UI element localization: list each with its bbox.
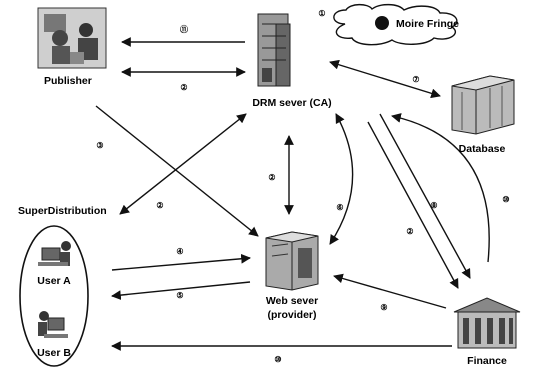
step-label-publisher-web: ③ (96, 141, 103, 150)
step-label-finance-user: ⑩ (274, 355, 281, 364)
web-server-icon (266, 232, 318, 290)
arrow-finance-to-drm (392, 116, 489, 262)
drm-server-icon (258, 14, 290, 86)
user-a-label: User A (37, 275, 71, 287)
arrow-drm-web-curve (330, 114, 353, 244)
user-a-icon (38, 241, 71, 266)
step-label-finance-drm: ⑩ (502, 195, 509, 204)
arrow-finance-to-web (334, 276, 446, 308)
database-label: Database (459, 143, 506, 155)
users-group-ellipse (20, 226, 88, 366)
step-label-user-web: ④ (176, 247, 183, 256)
user-b-icon (38, 311, 68, 338)
web-server-label-line2: (provider) (267, 309, 316, 321)
step-label-drm-superdistribution: ② (156, 201, 163, 210)
arrow-drm-to-finance (380, 114, 470, 278)
arrow-publisher-to-web (96, 106, 258, 236)
finance-label: Finance (467, 355, 507, 367)
database-icon (452, 76, 514, 134)
arrow-drm-to-finance-2 (368, 122, 458, 288)
step-label-drm-finance-2: ② (406, 227, 413, 236)
step-label-publisher-drm-top: ⑪ (180, 24, 188, 34)
step-label-drm-web-curve: ⑥ (336, 203, 343, 212)
step-label-publisher-drm: ② (180, 83, 187, 92)
arrow-drm-superdistribution (120, 114, 246, 214)
web-server-label-line1: Web sever (266, 295, 318, 307)
step-label-drm-finance: ⑧ (430, 201, 437, 210)
publisher-label: Publisher (44, 75, 92, 87)
publisher-icon (38, 8, 106, 68)
arrow-drm-database (330, 62, 440, 96)
step-label-drm-top: ① (318, 9, 325, 18)
step-label-drm-database: ⑦ (412, 75, 419, 84)
step-label-finance-web: ⑨ (380, 303, 387, 312)
drm-server-label: DRM sever (CA) (252, 97, 331, 109)
finance-building-icon (454, 298, 520, 348)
superdistribution-label: SuperDistribution (18, 205, 107, 217)
user-b-label: User B (37, 347, 71, 359)
moire-fringe-label: Moire Fringe (396, 18, 459, 30)
step-label-drm-web: ② (268, 173, 275, 182)
arrow-user-to-web (112, 258, 250, 270)
step-label-web-user: ⑤ (176, 291, 183, 300)
